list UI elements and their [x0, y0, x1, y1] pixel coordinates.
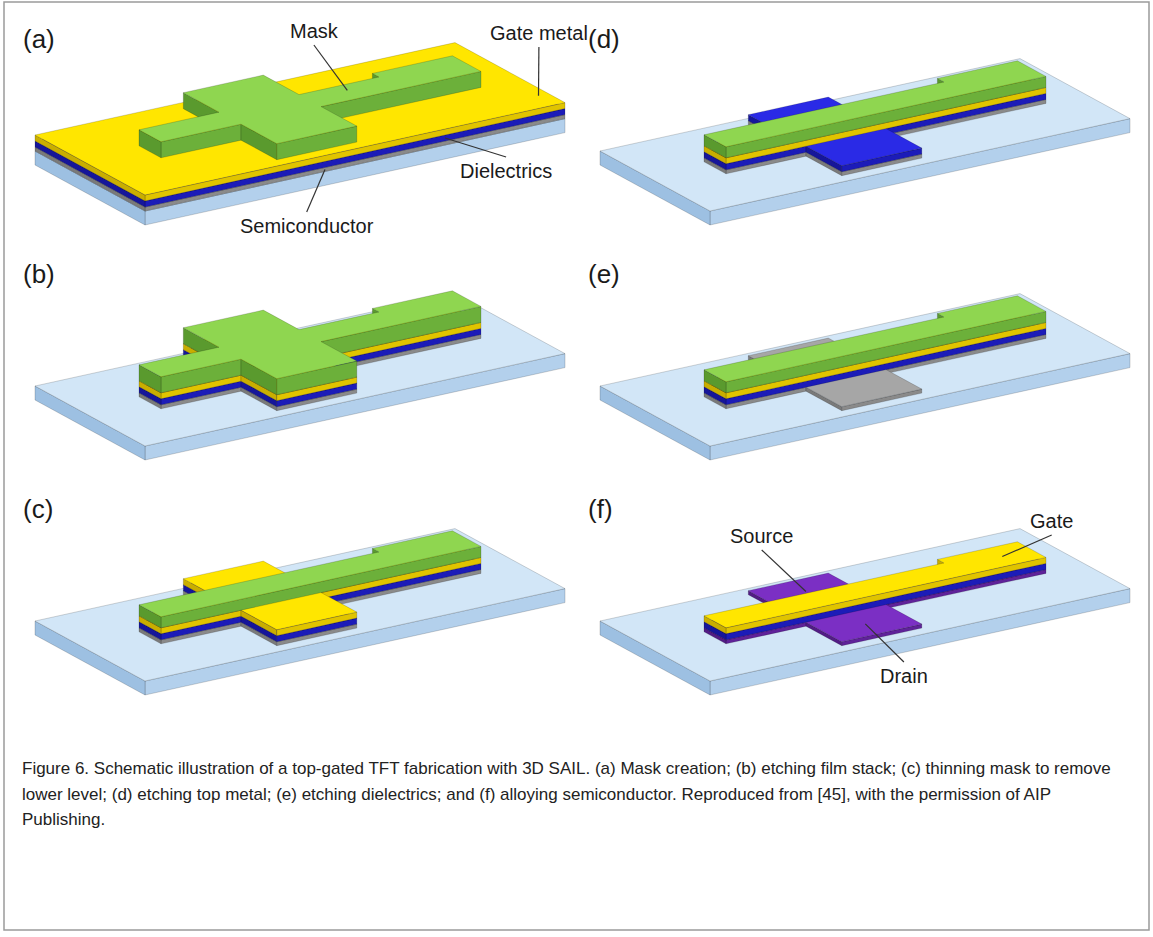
tft-stack — [35, 529, 565, 695]
layer-top — [139, 531, 481, 617]
layer-label: Drain — [880, 665, 928, 687]
layer-label: Semiconductor — [240, 215, 373, 237]
layer-label: Dielectrics — [460, 160, 552, 182]
tft-stack — [600, 59, 1130, 225]
layer-top — [704, 61, 1046, 147]
layer-label: Source — [730, 525, 793, 547]
tft-stack — [35, 43, 565, 225]
leader-line — [314, 45, 347, 90]
tft-stack — [35, 291, 565, 460]
layer-side — [726, 557, 1046, 633]
panel-letter: (e) — [588, 260, 620, 289]
layer-top — [704, 542, 1046, 628]
layer-side — [161, 546, 481, 627]
layer-side — [726, 311, 1046, 392]
leader-line — [445, 138, 506, 157]
leader-line — [1002, 535, 1051, 557]
tft-stack — [600, 529, 1130, 695]
leader-lines — [307, 45, 1052, 662]
layer-label: Gate — [1030, 510, 1073, 532]
leader-line — [307, 169, 325, 212]
layer-top — [35, 529, 565, 681]
layer-top — [139, 56, 481, 144]
panel-letter: (c) — [23, 495, 53, 524]
layer-label: Mask — [290, 20, 338, 42]
panel-letter: (d) — [588, 25, 620, 54]
leader-line — [538, 47, 540, 96]
layer-top — [35, 43, 565, 195]
layer-top — [139, 291, 481, 379]
layer-top — [704, 296, 1046, 382]
layer-top — [600, 59, 1130, 211]
figure-caption: Figure 6. Schematic illustration of a to… — [22, 756, 1127, 833]
tft-stack — [600, 294, 1130, 460]
panel-letter: (b) — [23, 260, 55, 289]
layer-label: Gate metal — [490, 22, 588, 44]
layer-top — [600, 529, 1130, 681]
panel-letter: (f) — [588, 495, 613, 524]
panel-letter: (a) — [23, 25, 55, 54]
leader-line — [762, 550, 806, 592]
layer-top — [600, 294, 1130, 446]
figure-frame — [4, 2, 1149, 930]
leader-line — [865, 624, 904, 662]
tft-stack-drawings — [35, 43, 1130, 695]
layer-side — [726, 76, 1046, 157]
